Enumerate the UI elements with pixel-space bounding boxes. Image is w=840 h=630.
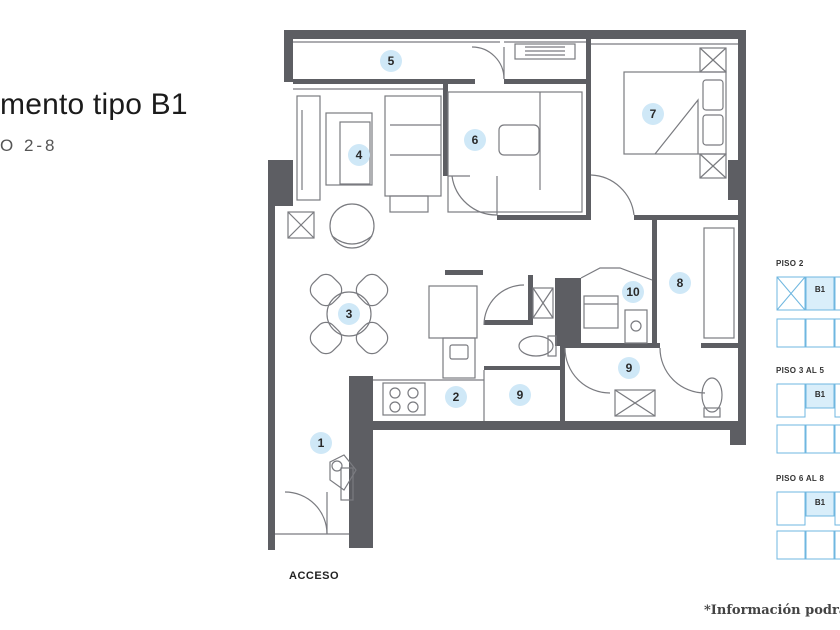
furniture	[275, 41, 738, 535]
footnote: *Información podrá v	[704, 603, 840, 618]
floor-key-unit-2: B1	[815, 390, 826, 399]
floor-key-label-2: PISO 3 AL 5	[776, 366, 825, 375]
room-label-4: 4	[356, 148, 363, 162]
room-label-5: 5	[388, 54, 395, 68]
room-label-7: 7	[650, 107, 657, 121]
floor-key-label-3: PISO 6 AL 8	[776, 474, 825, 483]
floor-key-unit-1: B1	[815, 285, 826, 294]
floor-key-label-1: PISO 2	[776, 259, 804, 268]
page-subtitle: O 2-8	[0, 136, 58, 155]
room-label-2: 2	[453, 390, 460, 404]
floor-key	[776, 276, 840, 560]
room-badges	[310, 50, 691, 454]
room-label-10: 10	[626, 285, 640, 299]
page-title: mento tipo B1	[0, 88, 188, 121]
room-badge-labels: 5 4 6 7 3 8 10 2 9 9 1	[318, 54, 684, 450]
room-label-9b: 9	[626, 361, 633, 375]
walls	[268, 30, 746, 550]
room-label-1: 1	[318, 436, 325, 450]
room-label-6: 6	[472, 133, 479, 147]
access-label: ACCESO	[289, 570, 340, 582]
floor-key-unit-3: B1	[815, 498, 826, 507]
room-label-8: 8	[677, 276, 684, 290]
room-label-3: 3	[346, 307, 353, 321]
room-label-9a: 9	[517, 388, 524, 402]
